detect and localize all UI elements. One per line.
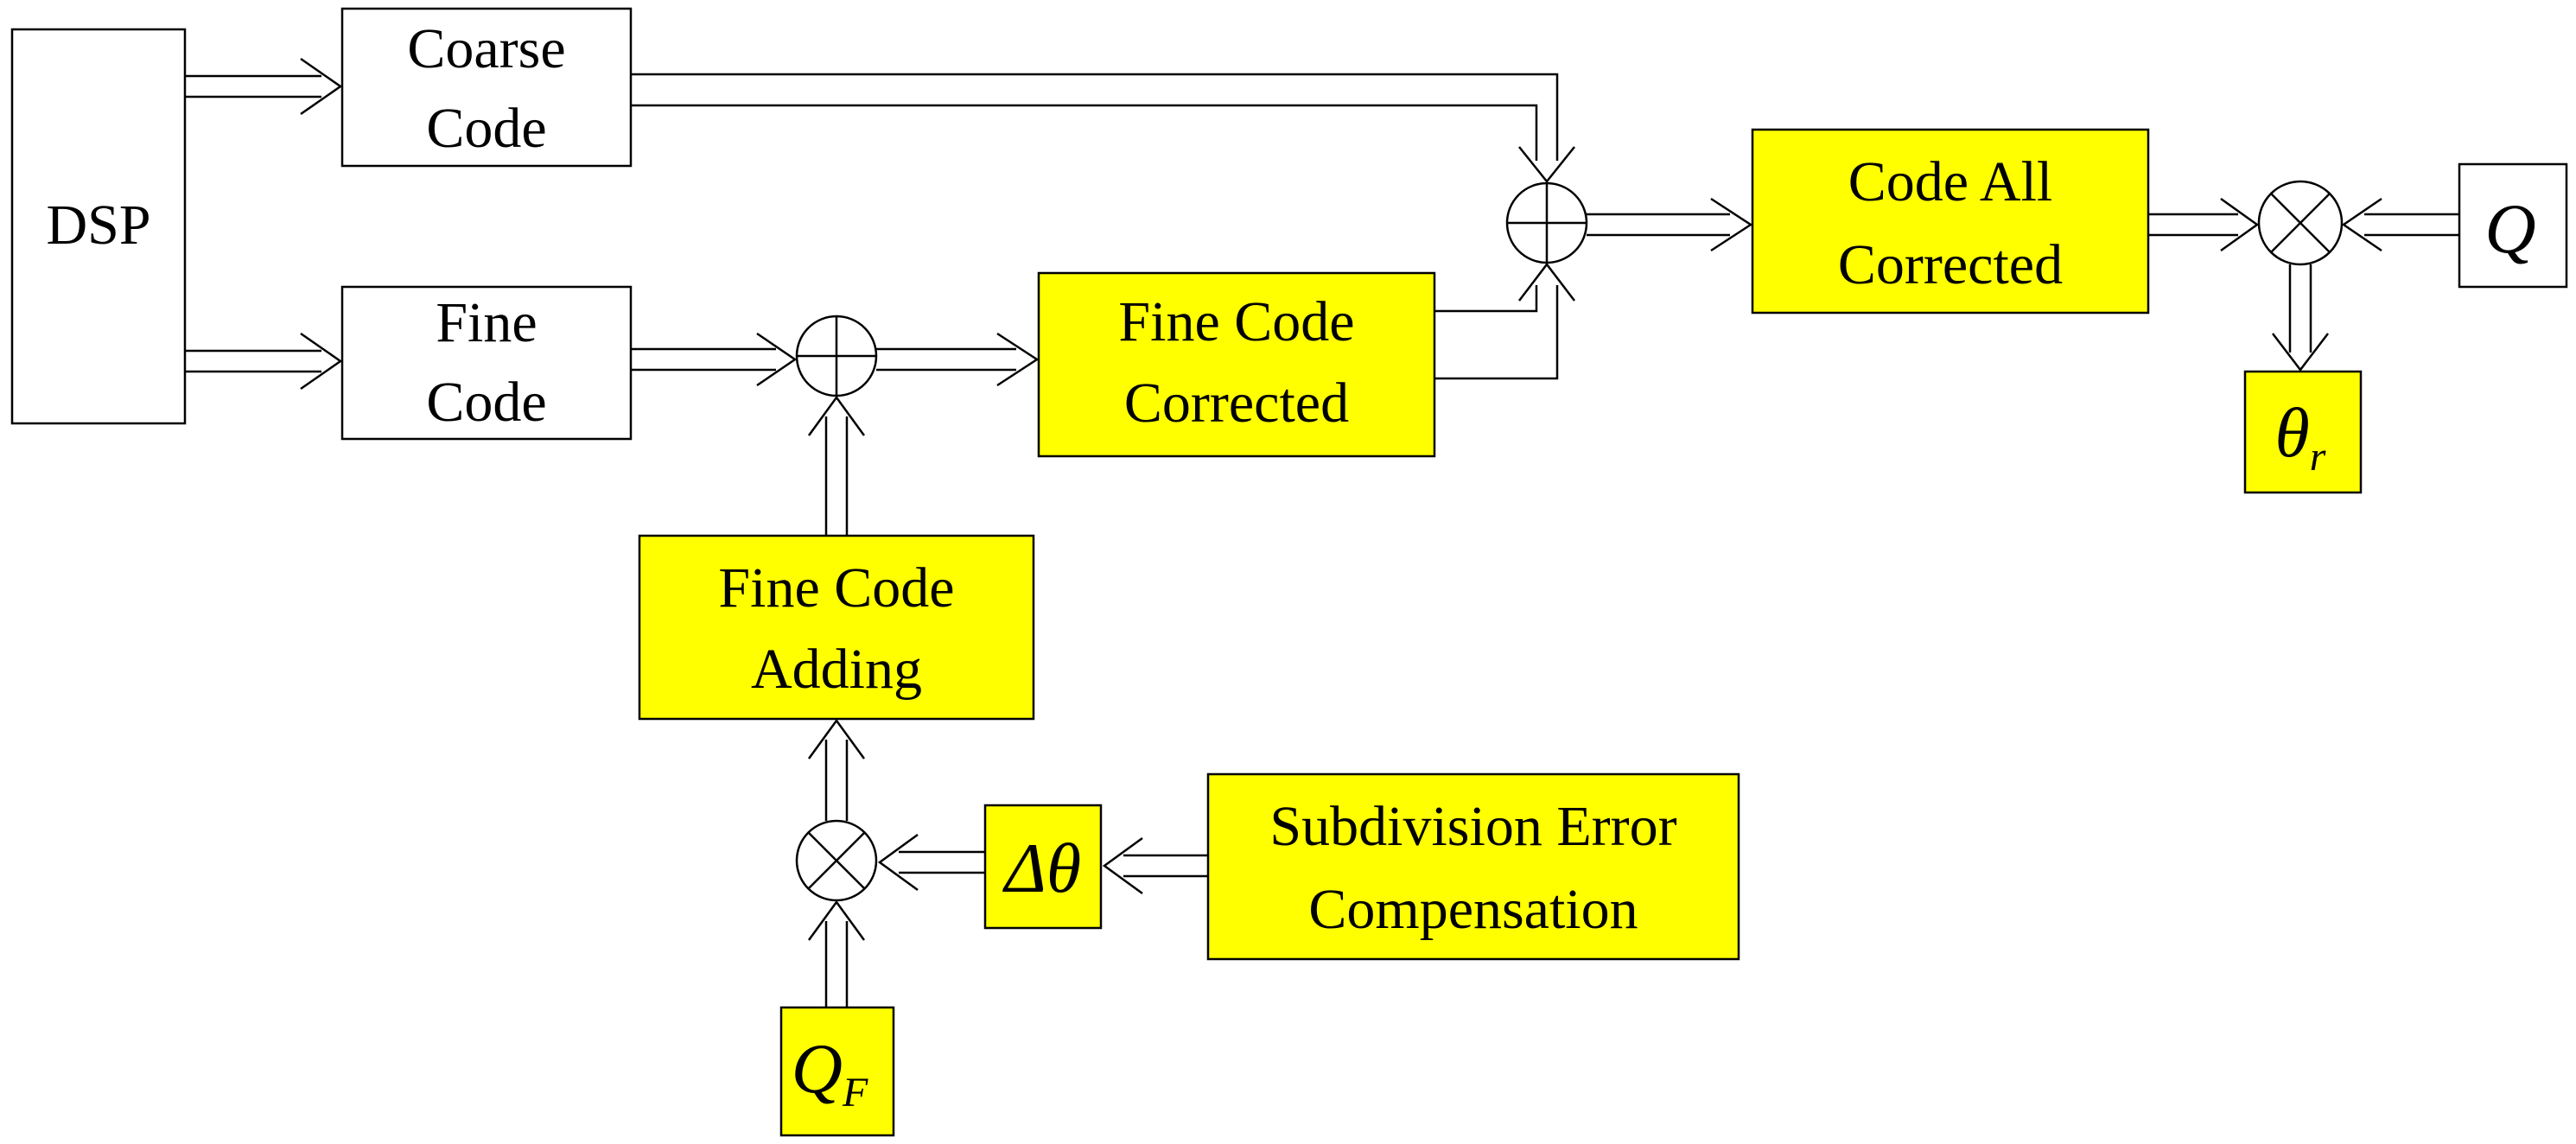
arrow-dsp-to-fine-code bbox=[185, 332, 343, 391]
theta-r-main: θ bbox=[2275, 393, 2310, 472]
code-all-corrected-block: Code All Corrected bbox=[1751, 128, 2150, 315]
fine-code-label-line2: Code bbox=[426, 371, 546, 434]
arrow-fine-code-adding-to-adder bbox=[807, 395, 866, 536]
arrow-q-to-multiplier bbox=[2341, 197, 2459, 252]
fine-code-corrected-block: Fine Code Corrected bbox=[1037, 271, 1436, 458]
fine-code-label-line1: Fine bbox=[436, 291, 537, 354]
q-f-symbol: QF bbox=[792, 1029, 868, 1115]
q-block: Q bbox=[2458, 162, 2568, 289]
q-f-subscript: F bbox=[842, 1070, 868, 1115]
arrow-compensation-to-delta-theta bbox=[1102, 836, 1208, 895]
subdivision-error-label-line1: Subdivision Error bbox=[1269, 795, 1676, 858]
circle-plus-icon bbox=[1505, 181, 1588, 264]
fine-code-corrected-label-line2: Corrected bbox=[1124, 372, 1349, 435]
arrow-fine-code-to-adder bbox=[631, 332, 798, 387]
q-symbol: Q bbox=[2484, 189, 2535, 268]
fine-code-block: Fine Code bbox=[340, 285, 633, 441]
circle-plus-icon bbox=[795, 315, 878, 397]
delta-theta-symbol: Δθ bbox=[1002, 829, 1081, 907]
fine-code-adding-block: Fine Code Adding bbox=[638, 534, 1035, 721]
circle-times-icon bbox=[2257, 180, 2344, 266]
arrow-adder-to-fine-code-corrected bbox=[876, 332, 1040, 387]
arrow-fine-code-corrected-to-adder bbox=[1434, 262, 1575, 380]
arrow-code-all-corrected-to-multiplier bbox=[2148, 197, 2260, 252]
arrow-coarse-code-to-adder bbox=[631, 73, 1575, 184]
subdivision-error-compensation-block: Subdivision Error Compensation bbox=[1206, 772, 1740, 961]
code-all-corrected-label-line2: Corrected bbox=[1838, 233, 2063, 296]
theta-r-symbol: θr bbox=[2275, 393, 2326, 480]
subdivision-error-label-line2: Compensation bbox=[1308, 878, 1638, 941]
q-f-main: Q bbox=[792, 1029, 843, 1108]
delta-theta-block: Δθ bbox=[983, 804, 1103, 930]
code-all-corrected-label-line1: Code All bbox=[1848, 150, 2053, 213]
circle-times-icon bbox=[795, 819, 878, 902]
dsp-label: DSP bbox=[46, 194, 150, 257]
arrow-multiplier-to-theta-r bbox=[2272, 264, 2329, 372]
coarse-code-label-line2: Code bbox=[426, 97, 546, 160]
arrow-dsp-to-coarse-code bbox=[185, 57, 343, 116]
coarse-code-label-line1: Coarse bbox=[407, 17, 565, 80]
theta-r-subscript: r bbox=[2310, 434, 2326, 480]
fine-code-corrected-label-line1: Fine Code bbox=[1118, 290, 1354, 353]
arrow-delta-theta-to-multiplier bbox=[877, 833, 985, 892]
q-f-block: QF bbox=[779, 1006, 895, 1137]
fine-code-adding-label-line2: Adding bbox=[751, 638, 922, 701]
arrow-adder-to-code-all-corrected bbox=[1587, 197, 1753, 252]
arrow-multiplier-to-fine-code-adding bbox=[807, 718, 866, 821]
coarse-code-block: Coarse Code bbox=[340, 7, 633, 168]
arrow-q-f-to-multiplier bbox=[807, 899, 866, 1007]
theta-r-block: θr bbox=[2243, 370, 2363, 494]
dsp-block: DSP bbox=[10, 28, 187, 425]
fine-code-adding-label-line1: Fine Code bbox=[718, 556, 954, 620]
